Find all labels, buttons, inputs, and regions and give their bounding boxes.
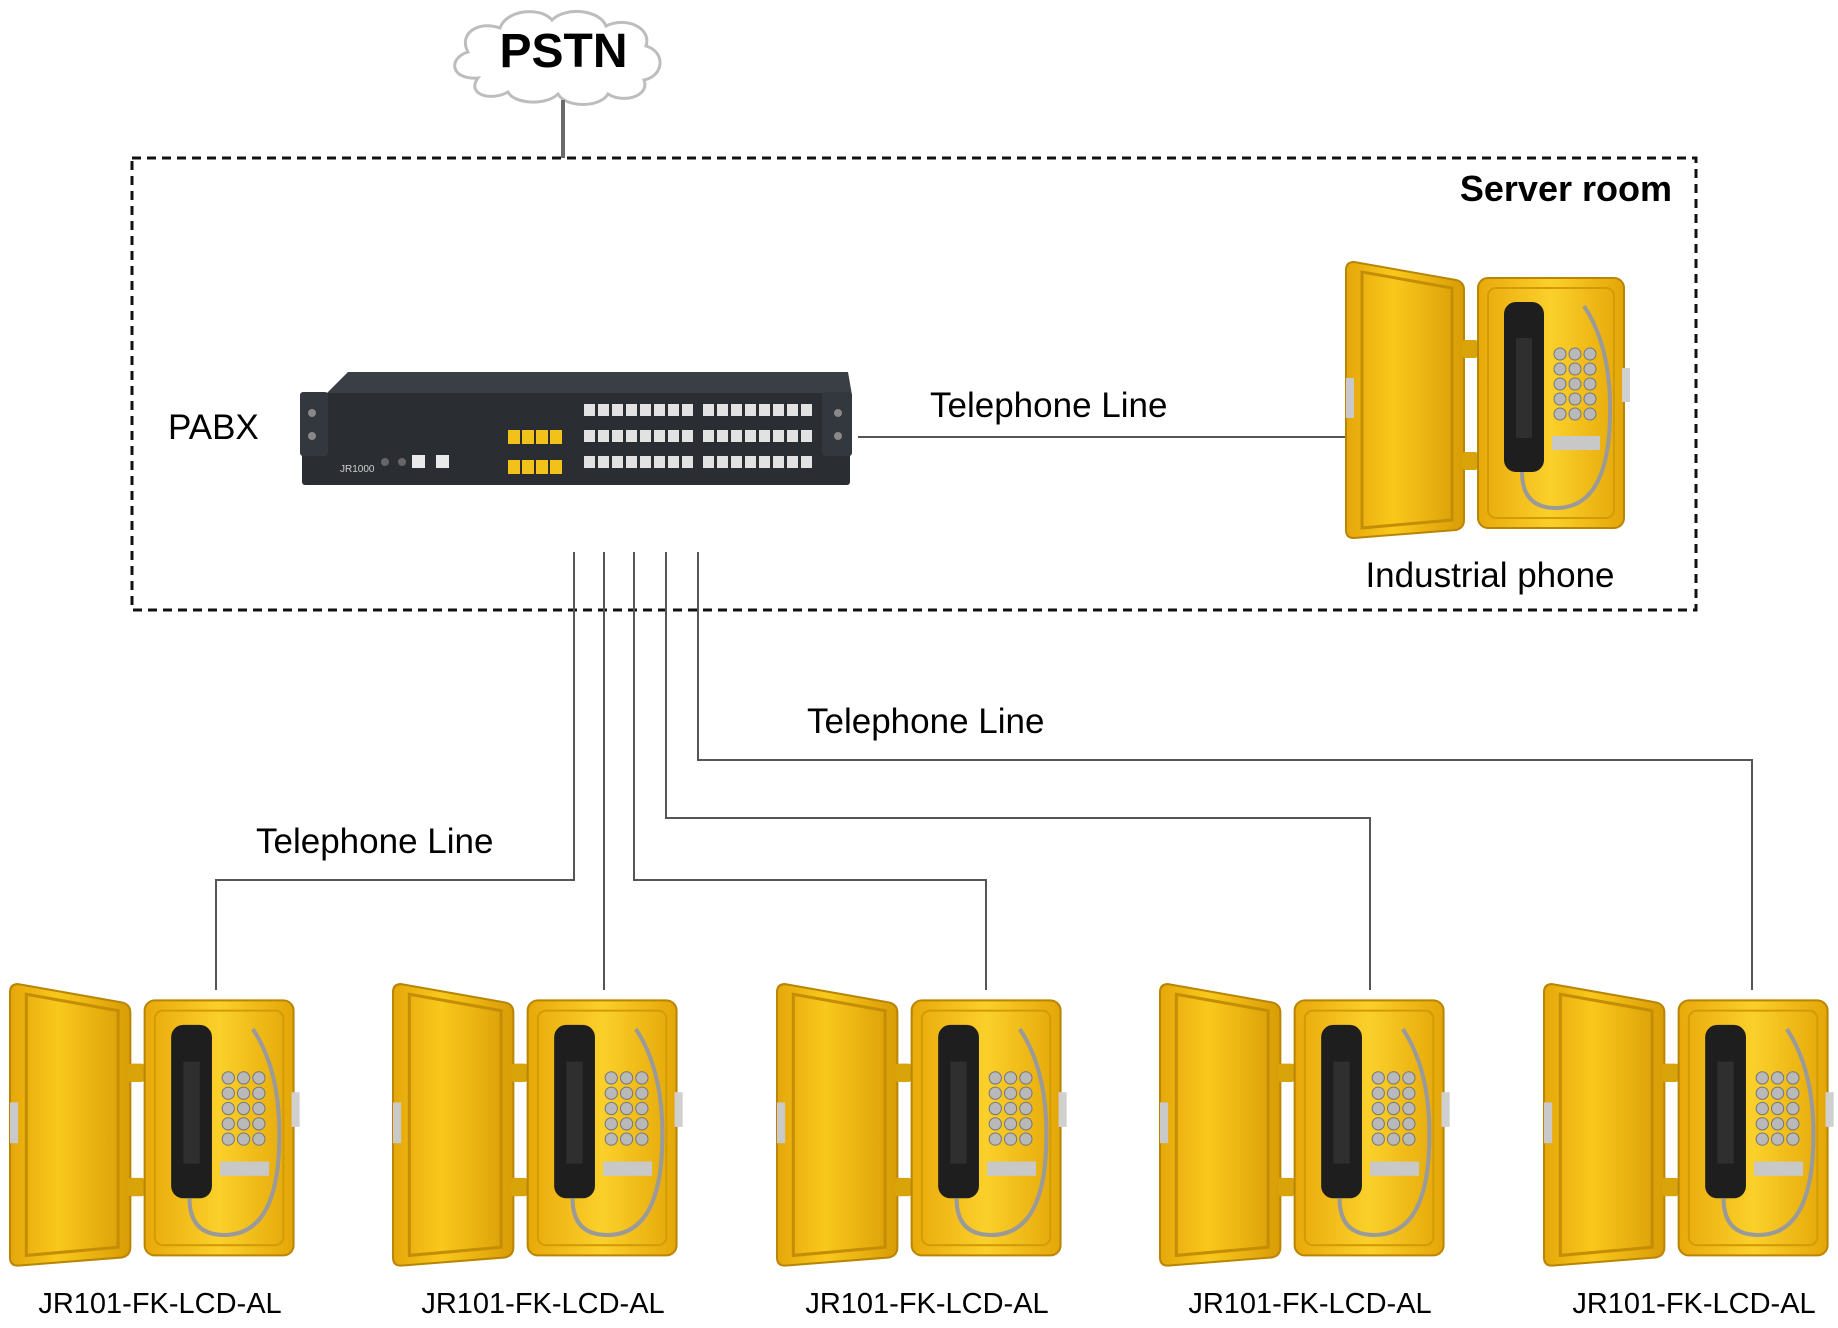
endpoint-model-label: JR101-FK-LCD-AL — [38, 1288, 282, 1320]
extension-port — [787, 456, 798, 468]
industrial-phone-label: Industrial phone — [1365, 556, 1615, 595]
extension-port — [626, 430, 637, 442]
yellow-phone-icon — [1158, 983, 1450, 1267]
extension-port — [640, 456, 651, 468]
yellow-phone-icon — [8, 983, 300, 1267]
yellow-phone-icon — [1345, 260, 1630, 540]
extension-port — [801, 430, 812, 442]
endpoint-phones — [8, 983, 1834, 1267]
extension-port — [787, 404, 798, 416]
extension-port — [703, 456, 714, 468]
extension-port — [731, 430, 742, 442]
trunk-port — [508, 460, 520, 474]
extension-port — [773, 456, 784, 468]
industrial-phone — [1345, 260, 1630, 540]
trunk-port — [536, 460, 548, 474]
extension-port — [654, 404, 665, 416]
extension-port — [668, 456, 679, 468]
line-endpoint-5 — [697, 552, 1753, 990]
trunk-port — [550, 430, 562, 444]
extension-port — [745, 404, 756, 416]
extension-port — [654, 430, 665, 442]
yellow-phone-icon — [391, 983, 683, 1267]
trunk-port — [522, 430, 534, 444]
extension-port — [745, 456, 756, 468]
trunk-port — [550, 460, 562, 474]
pstn-label: PSTN — [499, 25, 628, 78]
extension-port — [703, 430, 714, 442]
extension-port — [612, 456, 623, 468]
pabx-extension-ports — [584, 404, 812, 468]
line-endpoint-4 — [665, 552, 1371, 990]
extension-port — [584, 404, 595, 416]
extension-port — [682, 430, 693, 442]
pabx-device: JR1000 — [300, 372, 852, 485]
extension-port — [801, 456, 812, 468]
extension-port — [640, 404, 651, 416]
yellow-phone-icon — [1542, 983, 1834, 1267]
extension-port — [654, 456, 665, 468]
extension-port — [598, 456, 609, 468]
endpoint-model-label: JR101-FK-LCD-AL — [805, 1288, 1049, 1320]
trunk-port — [508, 430, 520, 444]
trunk-port — [536, 430, 548, 444]
pabx-trunk-ports — [508, 430, 562, 474]
extension-port — [668, 404, 679, 416]
extension-port — [612, 404, 623, 416]
extension-port — [717, 430, 728, 442]
extension-port — [626, 404, 637, 416]
extension-port — [682, 456, 693, 468]
extension-port — [773, 430, 784, 442]
extension-port — [731, 456, 742, 468]
extension-port — [731, 404, 742, 416]
server-room-label: Server room — [1459, 168, 1672, 209]
extension-port — [598, 430, 609, 442]
extension-port — [759, 456, 770, 468]
extension-port — [717, 404, 728, 416]
endpoint-model-label: JR101-FK-LCD-AL — [421, 1288, 665, 1320]
extension-port — [612, 430, 623, 442]
endpoint-model-label: JR101-FK-LCD-AL — [1572, 1288, 1816, 1320]
telephone-lines — [215, 436, 1753, 990]
extension-port — [717, 456, 728, 468]
extension-port — [773, 404, 784, 416]
extension-port — [703, 404, 714, 416]
yellow-phone-icon — [775, 983, 1067, 1267]
extension-port — [787, 430, 798, 442]
endpoint-model-label: JR101-FK-LCD-AL — [1188, 1288, 1432, 1320]
extension-port — [801, 404, 812, 416]
server-room-boundary — [130, 156, 1698, 612]
pstn-cloud — [453, 9, 662, 106]
extension-port — [626, 456, 637, 468]
extension-port — [598, 404, 609, 416]
extension-port — [745, 430, 756, 442]
extension-port — [640, 430, 651, 442]
extension-port — [759, 430, 770, 442]
pabx-model-label: JR1000 — [340, 464, 375, 475]
extension-port — [759, 404, 770, 416]
extension-port — [584, 456, 595, 468]
extension-port — [584, 430, 595, 442]
line-endpoint-1 — [215, 552, 575, 990]
telephone-line-label: Telephone Line — [256, 822, 494, 861]
trunk-port — [522, 460, 534, 474]
line-endpoint-3 — [633, 552, 987, 990]
extension-port — [682, 404, 693, 416]
telephone-line-label: Telephone Line — [930, 386, 1168, 425]
extension-port — [668, 430, 679, 442]
pabx-label: PABX — [168, 408, 259, 447]
telephone-line-label: Telephone Line — [807, 702, 1045, 741]
